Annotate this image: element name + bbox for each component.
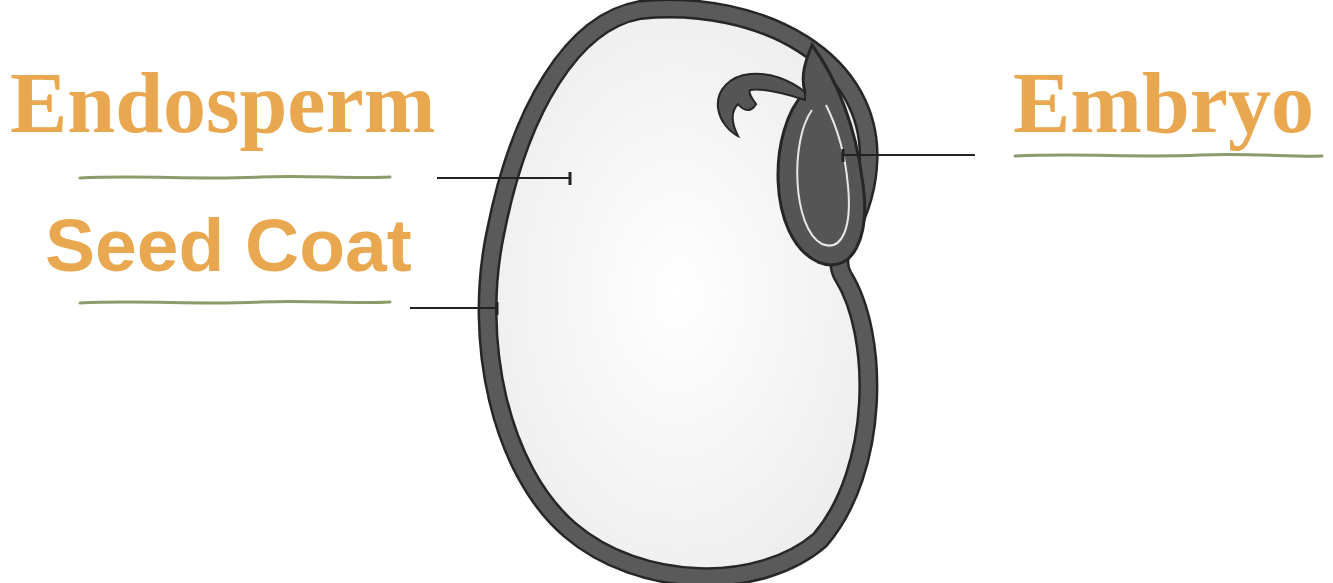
- leader-tick: [496, 302, 499, 315]
- leader-tick: [842, 149, 845, 162]
- underline: [80, 176, 390, 178]
- plumule-shape: [718, 74, 805, 136]
- embryo-inner-line: [797, 105, 849, 246]
- part-label: Seed Coat: [45, 208, 412, 283]
- underline: [80, 301, 390, 303]
- leader-lines: [410, 149, 975, 315]
- seed-coat-band: [488, 9, 869, 578]
- part-label: Endosperm: [10, 60, 435, 146]
- seed-coat-outline: [488, 9, 869, 578]
- leader-line: [843, 154, 975, 156]
- underline: [1015, 154, 1322, 156]
- leader-line: [410, 307, 497, 309]
- part-label: Embryo: [1013, 60, 1314, 146]
- leader-line: [437, 177, 570, 179]
- leader-tick: [569, 172, 572, 185]
